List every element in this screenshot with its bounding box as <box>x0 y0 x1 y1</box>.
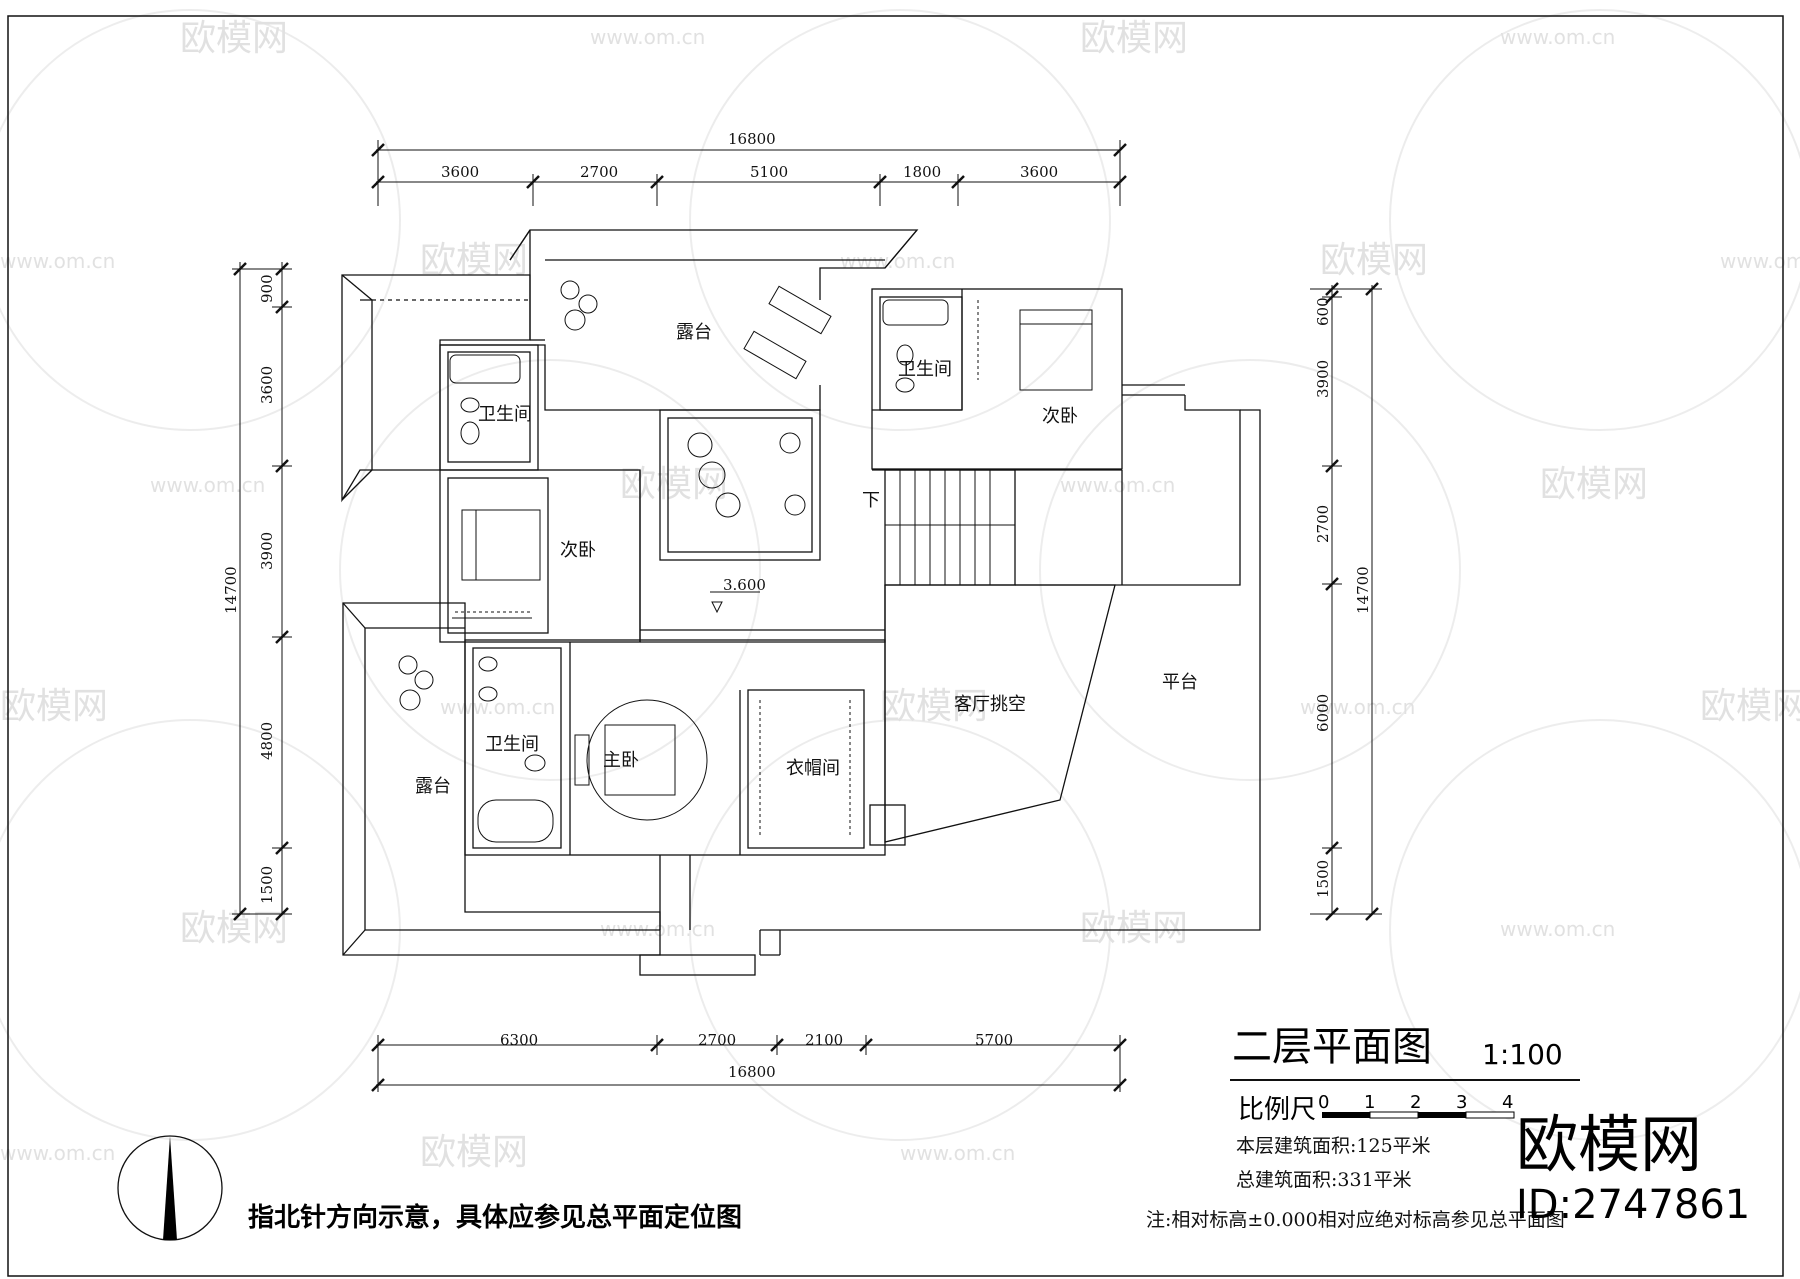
dim-left-5: 1500 <box>258 866 276 904</box>
terrace-loungers <box>743 285 832 380</box>
dim-top-5: 3600 <box>1020 163 1058 181</box>
dim-left-total: 14700 <box>222 566 240 614</box>
label-living-void: 客厅挑空 <box>954 694 1026 715</box>
drawing-frame <box>7 15 1784 1277</box>
label-bath-top-right: 卫生间 <box>898 359 952 380</box>
dim-left-4: 4800 <box>258 722 276 760</box>
watermark-url: www.om.cn <box>0 1141 115 1165</box>
dim-right-total: 14700 <box>1354 566 1372 614</box>
label-terrace-top: 露台 <box>676 322 712 343</box>
elevation-note: 注:相对标高±0.000相对应绝对标高参见总平面图 <box>1146 1209 1565 1231</box>
watermark-logo: 欧模网 <box>1516 1108 1702 1181</box>
bath-fixtures <box>449 299 949 843</box>
bottom-dimensions <box>371 1035 1127 1092</box>
watermark-url: www.om.cn <box>440 695 555 719</box>
label-bedroom-right: 次卧 <box>1042 406 1078 427</box>
floor-area-note: 本层建筑面积:125平米 <box>1236 1135 1431 1157</box>
scale-tick-4: 4 <box>1502 1092 1513 1113</box>
label-terrace-left: 露台 <box>415 776 451 797</box>
watermark-brand: 欧模网 <box>880 686 988 727</box>
watermark-url: www.om.cn <box>1060 473 1175 497</box>
watermark-brand: 欧模网 <box>180 908 288 949</box>
north-note: 指北针方向示意，具体应参见总平面定位图 <box>248 1202 742 1233</box>
closet-racks <box>452 300 979 835</box>
dim-left-2: 3600 <box>258 366 276 404</box>
dim-bottom-3: 2100 <box>805 1031 843 1049</box>
scale-bar <box>1322 1111 1515 1119</box>
plan-walls <box>341 229 1261 976</box>
north-arrow-icon <box>117 1135 223 1241</box>
watermark-brand: 欧模网 <box>1080 908 1188 949</box>
dim-bottom-total: 16800 <box>728 1063 776 1081</box>
dim-bottom-1: 6300 <box>500 1031 538 1049</box>
watermark-brand: 欧模网 <box>0 686 108 727</box>
scale-bar-label: 比例尺 <box>1238 1095 1316 1125</box>
scale-tick-2: 2 <box>1410 1092 1421 1113</box>
watermark-id: ID:2747861 <box>1516 1182 1750 1228</box>
label-platform: 平台 <box>1162 672 1198 693</box>
watermark-brand: 欧模网 <box>1540 464 1648 505</box>
watermark-url: www.om.cn <box>1720 249 1800 273</box>
scale-tick-1: 1 <box>1364 1092 1375 1113</box>
label-stair-down: 下 <box>862 490 880 511</box>
watermark-brand: 欧模网 <box>1080 18 1188 59</box>
label-master-bedroom: 主卧 <box>603 750 639 771</box>
watermark-url: www.om.cn <box>150 473 265 497</box>
dim-left-1: 900 <box>258 274 276 303</box>
dim-left-3: 3900 <box>258 532 276 570</box>
scale-tick-0: 0 <box>1318 1092 1329 1113</box>
dim-top-3: 5100 <box>750 163 788 181</box>
watermark-layer: 欧模网 www.om.cn 欧模网 www.om.cn www.om.cn 欧模… <box>0 9 1800 1173</box>
watermark-url: www.om.cn <box>900 1141 1015 1165</box>
watermark-brand: 欧模网 <box>420 240 528 281</box>
dim-right-2: 3900 <box>1314 360 1332 398</box>
watermark-brand: 欧模网 <box>1320 240 1428 281</box>
watermark-url: www.om.cn <box>590 25 705 49</box>
dim-right-1: 600 <box>1314 297 1332 326</box>
watermark-brand: 欧模网 <box>420 1132 528 1173</box>
dim-bottom-4: 5700 <box>975 1031 1013 1049</box>
scale-tick-3: 3 <box>1456 1092 1467 1113</box>
dim-right-5: 1500 <box>1314 860 1332 898</box>
level-label: 3.600 <box>723 576 766 594</box>
label-closet: 衣帽间 <box>786 758 840 779</box>
right-dimensions <box>1310 282 1382 921</box>
dim-top-4: 1800 <box>903 163 941 181</box>
dim-right-4: 6000 <box>1314 694 1332 732</box>
plant-icons <box>398 280 806 711</box>
dim-top-total: 16800 <box>728 130 776 148</box>
watermark-url: www.om.cn <box>600 917 715 941</box>
dim-top-1: 3600 <box>441 163 479 181</box>
dim-bottom-2: 2700 <box>698 1031 736 1049</box>
drawing-scale: 1:100 <box>1482 1038 1563 1071</box>
label-bath-left: 卫生间 <box>478 404 532 425</box>
watermark-brand: 欧模网 <box>620 464 728 505</box>
left-dimensions <box>232 262 292 921</box>
label-bedroom-left: 次卧 <box>560 540 596 561</box>
level-mark <box>710 591 760 614</box>
furniture-beds <box>461 309 1093 821</box>
dim-right-3: 2700 <box>1314 505 1332 543</box>
dim-top-2: 2700 <box>580 163 618 181</box>
watermark-brand: 欧模网 <box>1700 686 1800 727</box>
top-dimensions <box>371 140 1127 206</box>
watermark-url: www.om.cn <box>1500 917 1615 941</box>
watermark-brand: 欧模网 <box>180 18 288 59</box>
watermark-url: www.om.cn <box>0 249 115 273</box>
drawing-title: 二层平面图 <box>1232 1024 1432 1070</box>
watermark-url: www.om.cn <box>1300 695 1415 719</box>
watermark-url: www.om.cn <box>1500 25 1615 49</box>
label-bath-master: 卫生间 <box>485 734 539 755</box>
total-area-note: 总建筑面积:331平米 <box>1236 1169 1412 1191</box>
